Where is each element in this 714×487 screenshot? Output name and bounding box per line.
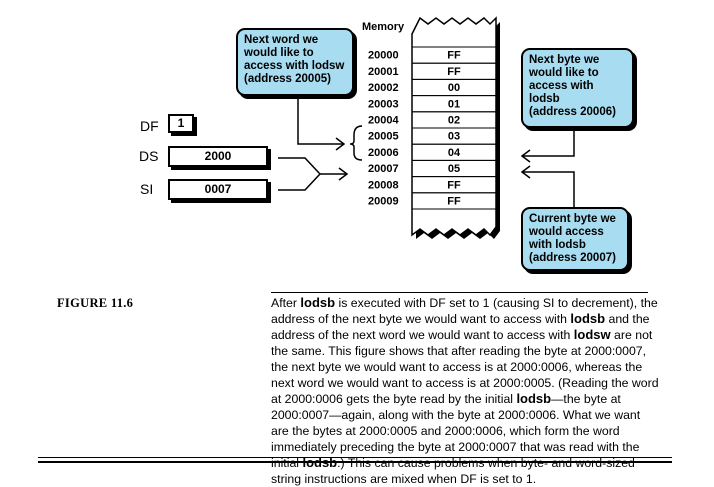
memory-cell-value: 05 [448, 163, 460, 175]
memory-body [411, 16, 497, 237]
memory-cell-value: FF [447, 196, 461, 208]
memory-cell-value: FF [447, 66, 461, 78]
ds-si-arrow [278, 157, 349, 191]
memory-address: 20009 [368, 196, 399, 208]
address-bracket [349, 125, 363, 161]
caption-keyword: lodsb [300, 295, 336, 310]
current-byte-arrow [520, 165, 575, 207]
figure-label: FIGURE 11.6 [57, 296, 134, 310]
next-byte-arrow [520, 128, 575, 163]
df-register: 1 [168, 114, 194, 133]
memory-address: 20000 [368, 50, 399, 62]
memory-cell-value: 01 [448, 98, 460, 110]
next-byte-callout: Next byte we would like to access with l… [521, 48, 634, 128]
figure-caption: After lodsb is executed with DF set to 1… [271, 295, 659, 486]
next-word-callout: Next word we would like to access with l… [236, 28, 354, 96]
memory-address: 20008 [368, 179, 399, 191]
memory-cell [411, 192, 497, 210]
df-label: DF [140, 118, 159, 134]
current-byte-callout: Current byte we would access with lodsb … [521, 207, 629, 271]
caption-top-rule [271, 292, 648, 293]
memory-cell-value: FF [447, 50, 461, 62]
address-column: 20000 20001 20002 20003 20004 20005 20006 20007… [368, 50, 399, 208]
bottom-rule [38, 457, 672, 458]
memory-address: 20001 [368, 66, 399, 78]
memory-cell-value: 00 [448, 82, 460, 94]
memory-address: 20007 [368, 163, 399, 175]
caption-keyword: lodsb [570, 311, 606, 326]
si-register: 0007 [168, 179, 268, 200]
caption-keyword: lodsb [516, 391, 552, 406]
si-label: SI [140, 181, 154, 197]
bottom-rule-thick [38, 461, 672, 463]
memory-address: 20005 [368, 131, 399, 143]
caption-keyword: lodsw [573, 327, 611, 342]
memory-address: 20004 [368, 115, 399, 127]
ds-register: 2000 [168, 146, 268, 167]
memory-title: Memory [362, 21, 405, 33]
memory-cell-value: 03 [448, 131, 460, 143]
memory-cell-value: 04 [448, 147, 461, 159]
memory-cell-value: 02 [448, 115, 460, 127]
ds-label: DS [139, 148, 159, 164]
memory-address: 20006 [368, 147, 399, 159]
memory-cell-value: FF [447, 179, 461, 191]
next-word-arrow [297, 95, 346, 151]
memory-address: 20002 [368, 82, 399, 94]
memory-address: 20003 [368, 98, 399, 110]
